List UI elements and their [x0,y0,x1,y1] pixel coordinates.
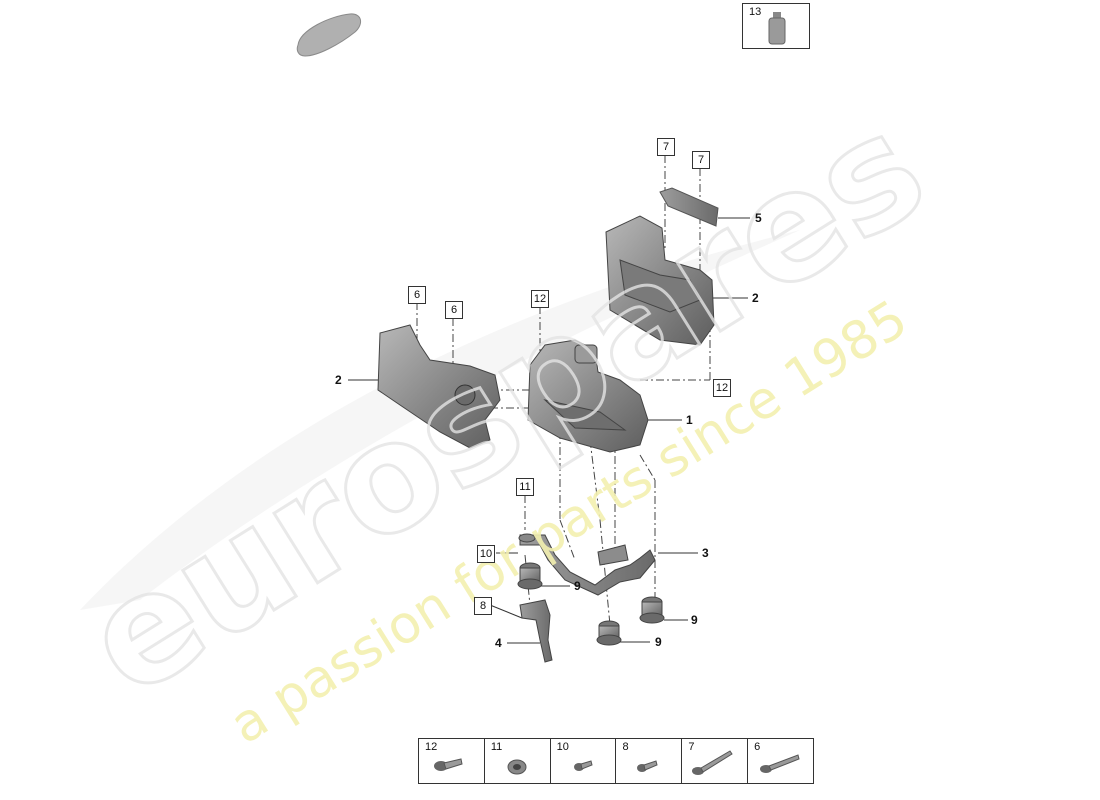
part-3-bracket [519,534,656,596]
part-5-cover [659,187,719,227]
callout-1: 1 [686,413,693,427]
callout-5: 5 [755,211,762,225]
callout-3: 3 [702,546,709,560]
callout-9-a: 9 [574,579,581,593]
long-bolt-icon [692,750,734,775]
hardware-number: 6 [754,741,761,753]
callout-4: 4 [495,636,502,650]
part-11-bushing [518,533,536,543]
hardware-table: 12 11 10 8 7 6 [418,738,814,784]
callout-2-right: 2 [752,291,759,305]
callout-12-top: 12 [531,290,549,308]
screw-icon [573,760,593,771]
hardware-number: 10 [556,741,569,753]
part-1-central-unit [527,339,649,453]
bushing-icon [507,759,527,775]
callout-2-left: 2 [335,373,342,387]
callout-lines [348,217,750,644]
callout-10: 10 [477,545,495,563]
hardware-number: 12 [425,741,438,753]
callout-11: 11 [516,478,534,496]
hardware-number: 11 [490,741,503,753]
mount-9-a [517,562,543,590]
hardware-number: 7 [688,741,695,753]
item-13-number: 13 [749,6,762,18]
callout-9-c: 9 [655,635,662,649]
hardware-cell-10: 10 [551,739,617,783]
hardware-cell-11: 11 [485,739,551,783]
hardware-cell-7: 7 [682,739,749,783]
part-2-housing-right [605,215,715,346]
part-4-lower-bracket [519,599,553,663]
hardware-number: 8 [622,741,629,753]
hardware-cell-8: 8 [616,739,683,783]
callout-8: 8 [474,597,492,615]
part-9-mounts [517,562,665,646]
bolt-icon [434,758,463,771]
callout-9-b: 9 [691,613,698,627]
screw-icon [637,760,659,772]
long-bolt-icon [760,754,800,773]
watermark-swoosh [80,230,800,610]
mount-9-b [639,596,665,624]
hardware-cell-6: 6 [748,739,813,783]
callout-7-right: 7 [692,151,710,169]
part-2-housing-left [377,324,501,449]
callout-7-left: 7 [657,138,675,156]
callout-6-left: 6 [408,286,426,304]
hardware-cell-12: 12 [419,739,485,783]
bottle-icon [768,12,786,45]
callout-12-right: 12 [713,379,731,397]
car-icon [296,13,362,57]
mount-9-c [596,620,622,646]
item-13-box: 13 [742,3,810,49]
callout-6-right: 6 [445,301,463,319]
